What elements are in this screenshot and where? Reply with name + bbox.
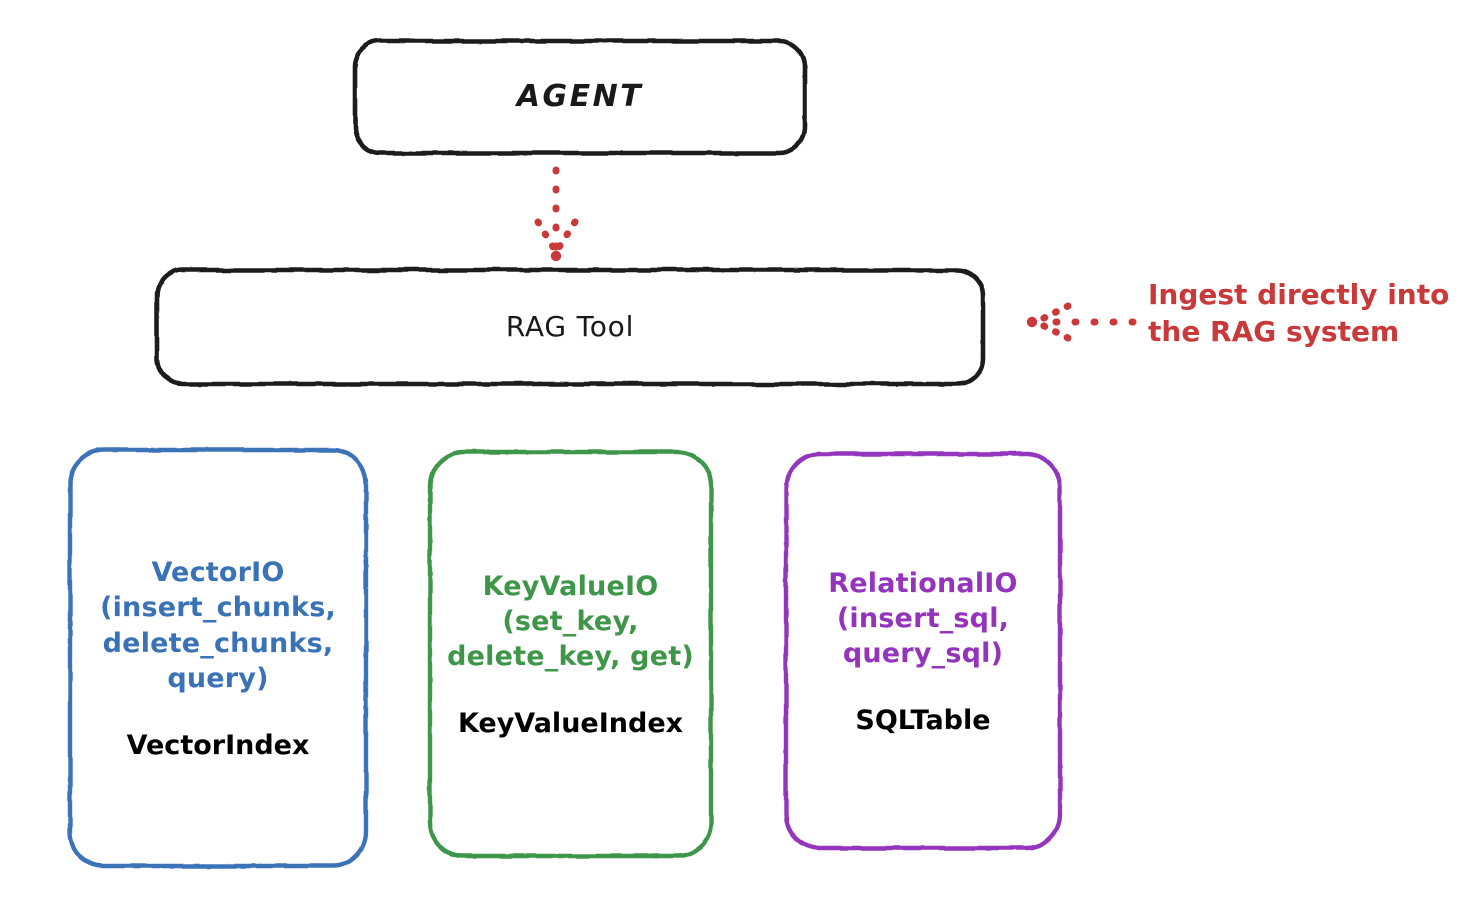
vector-io-box[interactable] [67,447,369,869]
key-value-io-box[interactable] [427,449,714,859]
rag-tool-label: RAG Tool [505,309,635,343]
vector-io-api-label: VectorIO (insert_chunks, delete_chunks, … [100,557,336,694]
relational-io-content: RelationalIO (insert_sql, query_sql) SQL… [822,566,1023,736]
key-value-index-label: KeyValueIndex [457,708,684,740]
agent-label: AGENT [516,78,644,114]
vector-io-content: VectorIO (insert_chunks, delete_chunks, … [94,555,342,760]
vector-io-node[interactable]: VectorIO (insert_chunks, delete_chunks, … [68,448,368,868]
ingest-arrow [1026,302,1137,342]
sql-table-label: SQLTable [855,705,991,737]
key-value-io-api-label: KeyValueIO (set_key, delete_key, get) [447,570,694,673]
relational-io-node[interactable]: RelationalIO (insert_sql, query_sql) SQL… [784,452,1062,850]
key-value-io-node[interactable]: KeyValueIO (set_key, delete_key, get) Ke… [428,450,713,858]
agent-node[interactable]: AGENT [353,39,807,155]
relational-io-box[interactable] [783,451,1063,851]
key-value-io-content: KeyValueIO (set_key, delete_key, get) Ke… [441,569,700,739]
agent-to-rag-tool-arrow [534,166,579,262]
relational-io-api-label: RelationalIO (insert_sql, query_sql) [828,567,1018,670]
ingest-annotation-text: Ingest directly into the RAG system [1148,278,1450,348]
rag-tool-box[interactable] [154,267,986,387]
rag-tool-node[interactable]: RAG Tool [155,268,985,386]
agent-box[interactable] [352,38,808,156]
vector-index-label: VectorIndex [126,729,310,761]
